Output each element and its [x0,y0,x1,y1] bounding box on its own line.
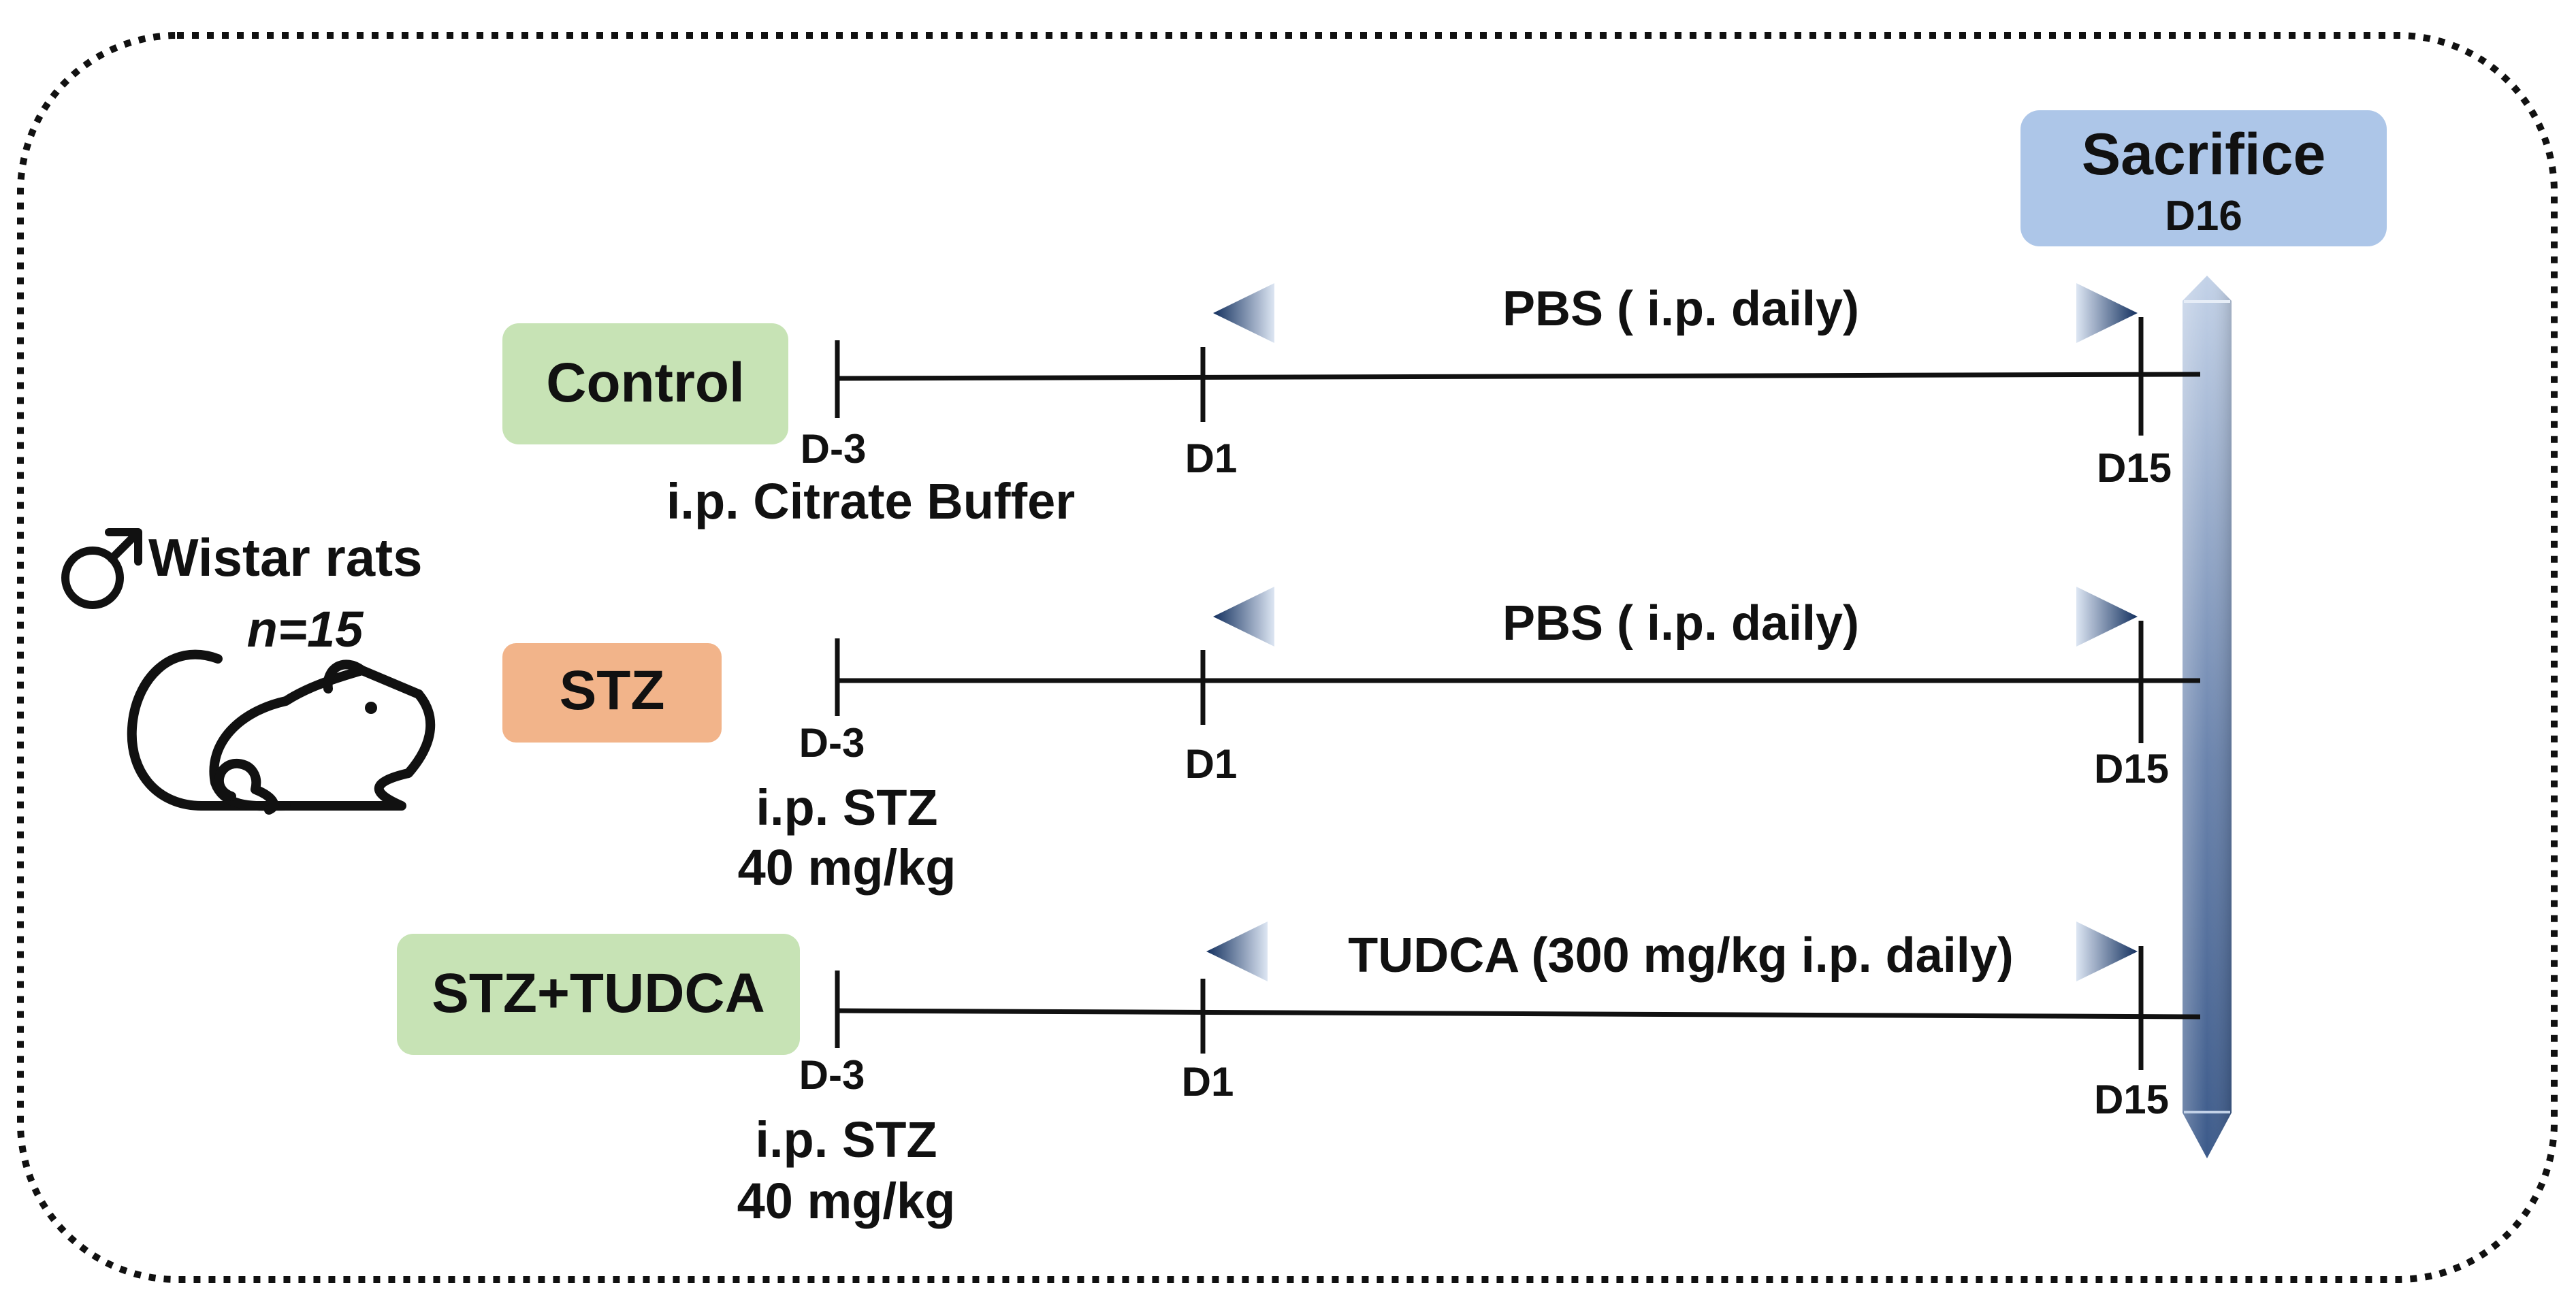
dotted-frame [17,32,2558,1283]
start-note-label: 40 mg/kg [738,839,956,896]
treatment-end-arrow-icon [2076,587,2138,647]
start-note-label: i.p. STZ [756,779,937,836]
end-day-label: D15 [2094,746,2169,792]
rat-icon [127,649,436,815]
timeline-line [835,372,2201,381]
sacrifice-box [2020,110,2387,246]
start-note-label: i.p. Citrate Buffer [666,473,1075,529]
group-label-box [502,643,722,743]
group-row-stz-tudca: STZ+TUDCA TUDCA (300 mg/kg i.p. daily) D… [397,922,2201,1229]
treatment-end-arrow-icon [2076,922,2138,981]
group-label-box [502,323,788,444]
mid-day-label: D1 [1185,436,1238,481]
treatment-end-arrow-icon [2076,283,2138,343]
treatment-start-arrow-icon [1206,922,1268,981]
sacrifice-title: Sacrifice [2082,122,2326,187]
male-symbol-icon [61,528,142,609]
subject-block: Wistar rats n=15 [61,527,436,815]
timeline-line [835,1008,2201,1020]
sample-size-label: n=15 [247,601,365,657]
end-day-label: D15 [2094,1077,2169,1122]
treatment-start-arrow-icon [1213,587,1274,647]
start-note-label: 40 mg/kg [737,1173,956,1229]
end-day-label: D15 [2097,445,2172,491]
treatment-label: TUDCA (300 mg/kg i.p. daily) [1348,928,2013,983]
group-row-stz: STZ PBS ( i.p. daily) D-3 i.p. STZ 40 mg… [502,587,2200,896]
group-label: Control [546,352,744,414]
mid-day-label: D1 [1182,1059,1234,1105]
sacrifice-day: D16 [2165,193,2242,240]
treatment-label: PBS ( i.p. daily) [1502,282,1859,336]
subject-label: Wistar rats [148,527,422,587]
group-label: STZ+TUDCA [432,962,765,1024]
treatment-label: PBS ( i.p. daily) [1502,596,1859,651]
mid-day-label: D1 [1185,741,1238,787]
start-day-label: D-3 [799,720,865,766]
start-note-label: i.p. STZ [755,1111,937,1168]
endpoint-bar [2183,276,2232,1158]
group-label-box [397,934,800,1055]
group-label: STZ [560,659,665,721]
group-row-control: Control PBS ( i.p. daily) D-3 i.p. Citra… [502,282,2201,529]
treatment-start-arrow-icon [1213,283,1274,343]
start-day-label: D-3 [799,1052,865,1098]
rat-eye-icon [365,702,377,714]
start-day-label: D-3 [801,426,867,472]
